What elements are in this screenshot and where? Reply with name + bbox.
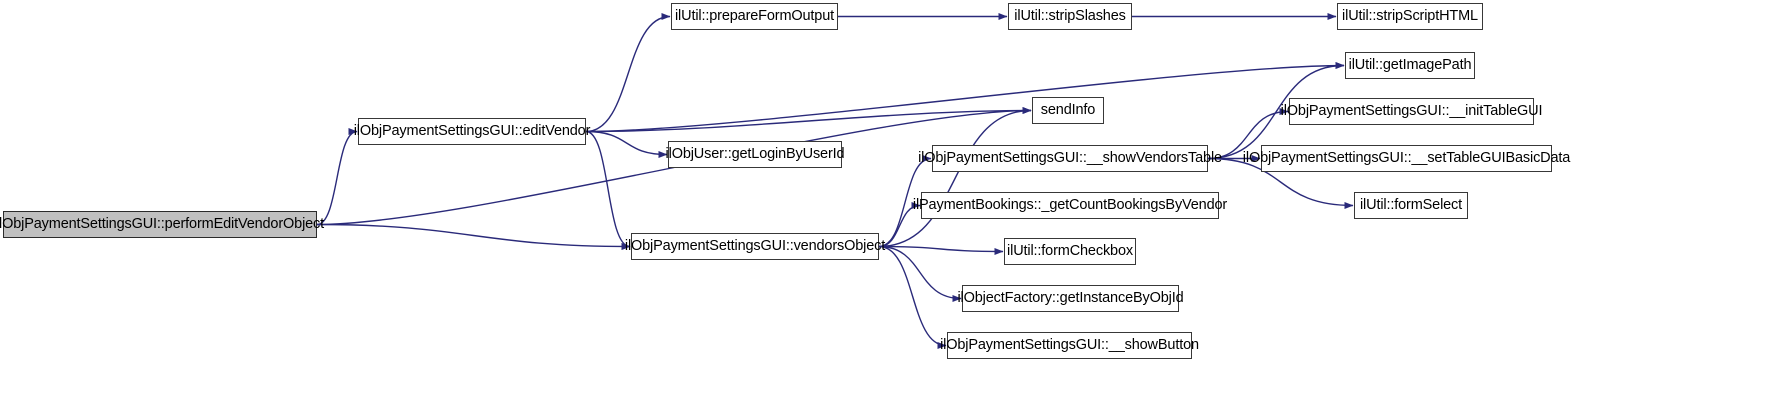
graph-node-label: ilUtil::prepareFormOutput xyxy=(674,8,835,25)
graph-node-prepareFormOutput[interactable]: ilUtil::prepareFormOutput xyxy=(671,3,838,30)
graph-node-label: ilObjPaymentSettingsGUI::editVendor xyxy=(353,123,591,140)
graph-node-getLoginByUserId[interactable]: ilObjUser::getLoginByUserId xyxy=(666,141,845,168)
graph-node-label: ilUtil::stripSlashes xyxy=(1014,8,1126,25)
graph-node-getImagePath[interactable]: ilUtil::getImagePath xyxy=(1345,52,1475,79)
graph-node-label: ilObjPaymentSettingsGUI::__initTableGUI xyxy=(1280,103,1543,120)
graph-node-setTableGUIBasicData[interactable]: ilObjPaymentSettingsGUI::__setTableGUIBa… xyxy=(1243,145,1570,172)
graph-node-showButton[interactable]: ilObjPaymentSettingsGUI::__showButton xyxy=(940,332,1199,359)
graph-node-sendInfo[interactable]: sendInfo xyxy=(1032,97,1104,124)
graph-node-label: sendInfo xyxy=(1040,102,1096,119)
graph-node-label: ilObjPaymentSettingsGUI::performEditVend… xyxy=(0,216,325,233)
graph-node-editVendor[interactable]: ilObjPaymentSettingsGUI::editVendor xyxy=(354,118,590,145)
graph-node-label: ilUtil::formSelect xyxy=(1359,197,1463,214)
graph-node-formCheckbox[interactable]: ilUtil::formCheckbox xyxy=(1004,238,1136,265)
graph-node-stripSlashes[interactable]: ilUtil::stripSlashes xyxy=(1008,3,1132,30)
graph-node-getInstanceByObjId[interactable]: ilObjectFactory::getInstanceByObjId xyxy=(957,285,1184,312)
graph-node-vendorsObject[interactable]: ilObjPaymentSettingsGUI::vendorsObject xyxy=(625,233,885,260)
graph-node-label: ilUtil::formCheckbox xyxy=(1007,243,1133,260)
graph-node-label: ilUtil::getImagePath xyxy=(1348,57,1472,74)
graph-node-initTableGUI[interactable]: ilObjPaymentSettingsGUI::__initTableGUI xyxy=(1281,98,1543,125)
graph-node-formSelect[interactable]: ilUtil::formSelect xyxy=(1354,192,1468,219)
graph-node-getCountBookingsByVendor[interactable]: ilPaymentBookings::_getCountBookingsByVe… xyxy=(913,192,1227,219)
graph-node-label: ilObjectFactory::getInstanceByObjId xyxy=(957,290,1184,307)
graph-node-label: ilObjPaymentSettingsGUI::vendorsObject xyxy=(624,238,886,255)
graph-node-label: ilObjPaymentSettingsGUI::__showVendorsTa… xyxy=(918,150,1222,167)
graph-node-label: ilUtil::stripScriptHTML xyxy=(1342,8,1478,25)
graph-node-label: ilObjPaymentSettingsGUI::__showButton xyxy=(940,337,1199,354)
graph-node-stripScriptHTML[interactable]: ilUtil::stripScriptHTML xyxy=(1337,3,1483,30)
graph-node-showVendorsTable[interactable]: ilObjPaymentSettingsGUI::__showVendorsTa… xyxy=(918,145,1222,172)
graph-node-label: ilObjPaymentSettingsGUI::__setTableGUIBa… xyxy=(1242,150,1571,167)
graph-node-label: ilPaymentBookings::_getCountBookingsByVe… xyxy=(912,197,1228,214)
graph-node-performEditVendorObject[interactable]: ilObjPaymentSettingsGUI::performEditVend… xyxy=(0,211,324,238)
graph-node-label: ilObjUser::getLoginByUserId xyxy=(665,146,845,163)
